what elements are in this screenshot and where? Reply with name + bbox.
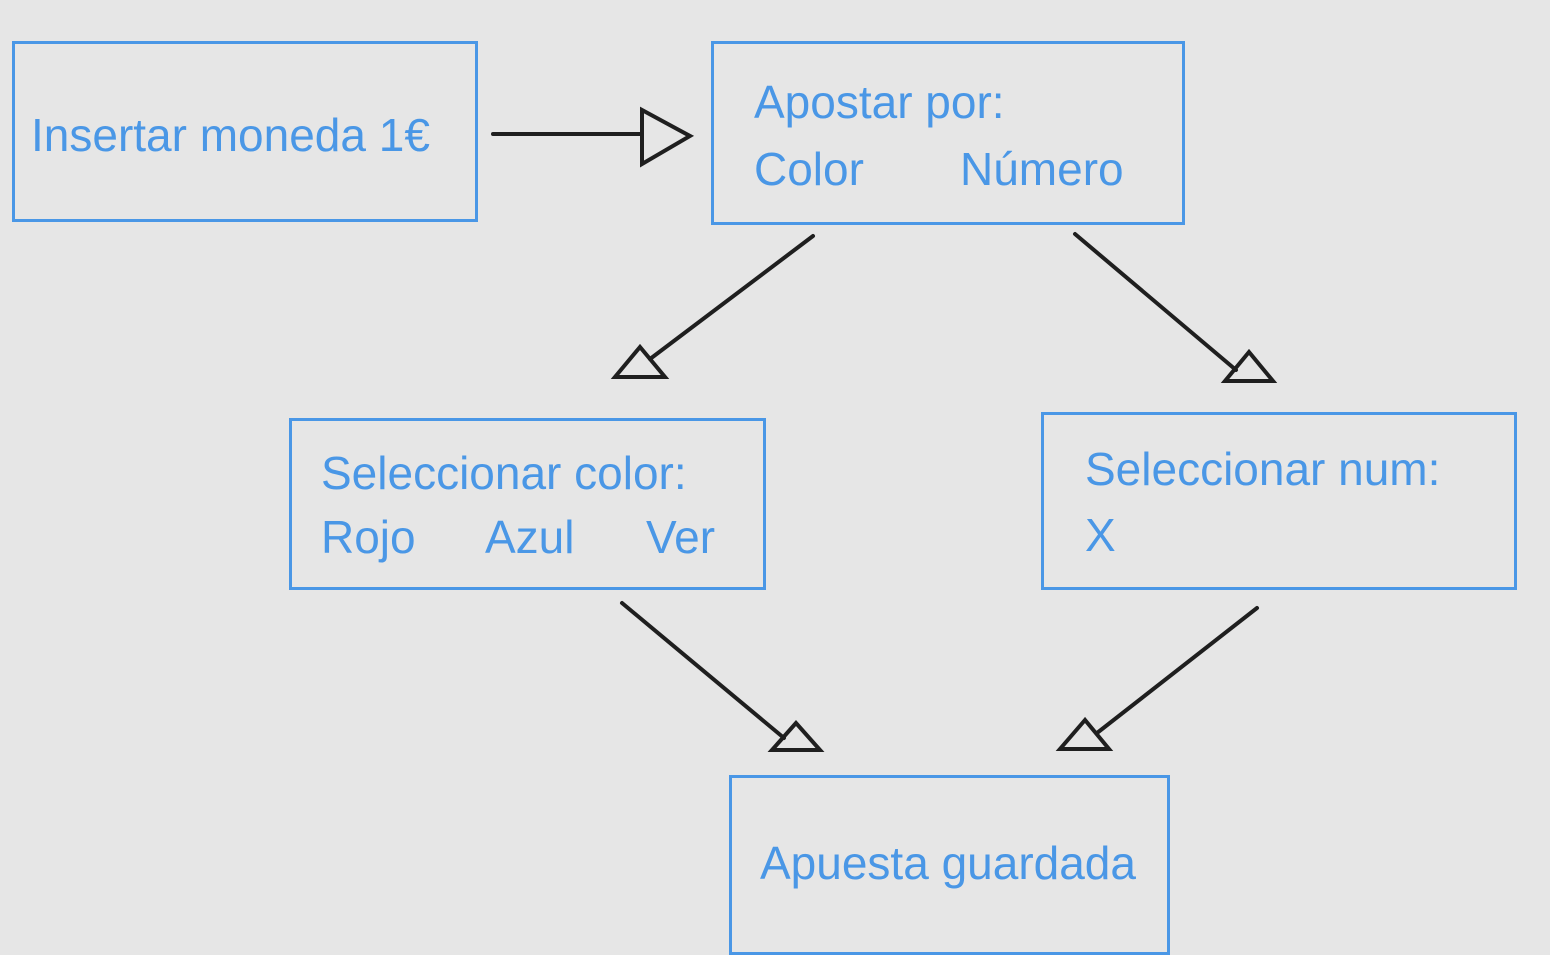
- bet-on-option-color: Color: [754, 143, 864, 195]
- node-select-number: [1041, 412, 1517, 590]
- select-color-option-blue: Azul: [485, 511, 575, 563]
- bet-saved-label: Apuesta guardada: [760, 837, 1136, 889]
- node-select-color: [289, 418, 766, 590]
- node-insert-coin: [12, 41, 478, 222]
- select-color-option-green: Ver: [646, 511, 716, 563]
- select-color-option-red: Rojo: [321, 511, 416, 563]
- bet-on-title: Apostar por:: [754, 76, 1005, 128]
- bet-on-option-number: Número: [960, 143, 1124, 195]
- select-number-value: X: [1085, 509, 1116, 561]
- edge-bet-on-to-select-color: [610, 234, 815, 379]
- edge-bet-on-to-select-number: [1073, 232, 1278, 383]
- insert-coin-label: Insertar moneda 1€: [31, 109, 430, 161]
- edge-select-number-to-bet-saved: [1055, 606, 1259, 751]
- node-bet-on: [711, 41, 1185, 225]
- edge-insert-coin-to-bet-on: [491, 106, 695, 168]
- edge-select-color-to-bet-saved: [620, 601, 825, 752]
- select-number-title: Seleccionar num:: [1085, 443, 1441, 495]
- select-color-title: Seleccionar color:: [321, 447, 687, 499]
